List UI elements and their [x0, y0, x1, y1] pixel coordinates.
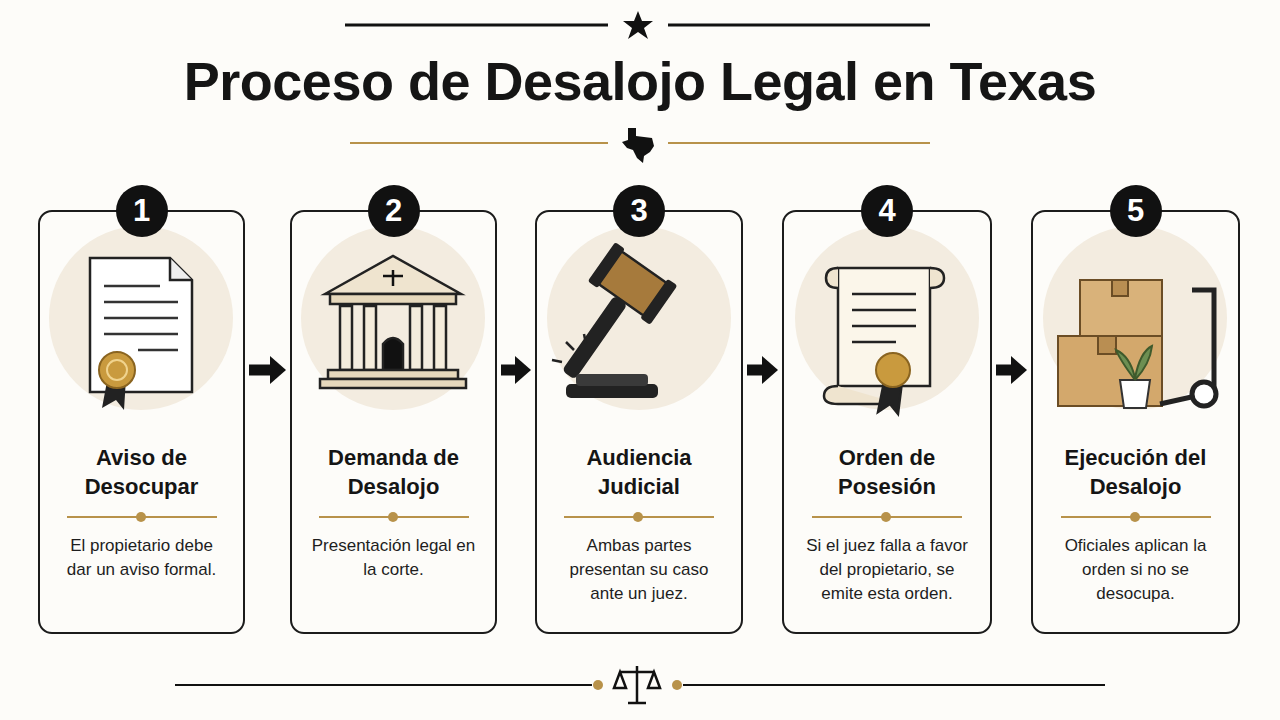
divider-line [812, 510, 962, 524]
document-icon [90, 258, 192, 410]
divider-line [319, 510, 469, 524]
step-description: Oficiales aplican la orden si no se deso… [1033, 534, 1238, 605]
rule-line [668, 24, 930, 27]
step-number: 4 [861, 185, 913, 237]
step-description: Presentación legal en la corte. [292, 534, 495, 582]
step-card: 4Orden de PosesiónSi el juez falla a fav… [782, 210, 992, 634]
step-description: Ambas partes presentan su caso ante un j… [537, 534, 741, 605]
rule-line [683, 684, 1105, 686]
star-icon [623, 11, 653, 39]
texas-shape [622, 128, 654, 163]
step-number: 5 [1110, 185, 1162, 237]
flow-arrow [747, 356, 778, 384]
flow-arrow [996, 356, 1027, 384]
icon-backdrops [49, 226, 1227, 410]
step-card: 1Aviso de DesocuparEl propietario debe d… [38, 210, 245, 634]
step-heading: Aviso de Desocupar [40, 444, 243, 502]
step-number: 1 [116, 185, 168, 237]
step-heading: Orden de Posesión [784, 444, 990, 502]
rule-dot [672, 680, 682, 690]
step-number: 3 [613, 185, 665, 237]
flow-arrow [249, 356, 286, 384]
scroll-icon [824, 268, 944, 414]
rule-line [345, 24, 608, 27]
diagram-title: Proceso de Desalojo Legal en Texas [0, 50, 1280, 112]
divider-line [67, 510, 217, 524]
rule-line [350, 142, 608, 144]
flow-arrow [501, 356, 531, 384]
scales-icon [614, 666, 660, 703]
rule-line [175, 684, 592, 686]
step-heading: Ejecución del Desalojo [1033, 444, 1238, 502]
step-card: 2Demanda de DesalojoPresentación legal e… [290, 210, 497, 634]
step-card: 5Ejecución del DesalojoOficiales aplican… [1031, 210, 1240, 634]
courthouse-icon [320, 256, 466, 388]
divider-line [564, 510, 714, 524]
step-description: Si el juez falla a favor del propietario… [784, 534, 990, 605]
divider-line [1061, 510, 1211, 524]
rule-line [668, 142, 930, 144]
step-heading: Audiencia Judicial [537, 444, 741, 502]
gavel-icon [537, 242, 677, 398]
step-number: 2 [368, 185, 420, 237]
rule-dot [593, 680, 603, 690]
step-description: El propietario debe dar un aviso formal. [40, 534, 243, 582]
moving-boxes-icon [1058, 280, 1216, 408]
step-heading: Demanda de Desalojo [292, 444, 495, 502]
step-card: 3Audiencia JudicialAmbas partes presenta… [535, 210, 743, 634]
